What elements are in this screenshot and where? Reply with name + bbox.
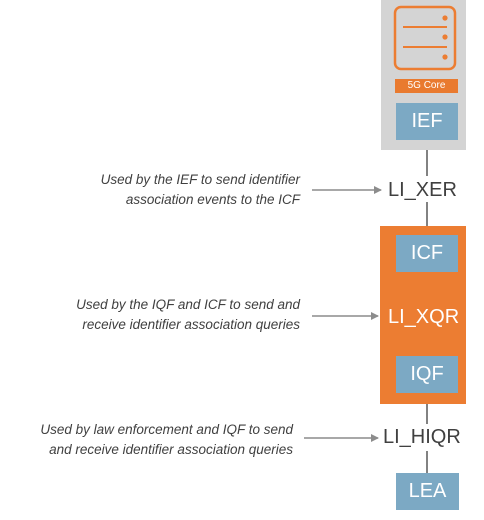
description-line: Used by the IQF and ICF to send and [76,297,300,312]
lea-node: LEA [396,473,459,510]
description-line: receive identifier association queries [82,317,300,332]
icf-node: ICF [396,235,458,272]
server-icon [393,5,457,71]
iqf-node: IQF [396,356,458,393]
interface-li-xer: LI_XER [388,179,457,201]
description-li-xqr: Used by the IQF and ICF to send and rece… [76,295,300,335]
interface-li-hiqr: LI_HIQR [383,426,461,448]
ief-node: IEF [396,103,458,140]
description-li-hiqr: Used by law enforcement and IQF to send … [40,420,293,460]
description-line: Used by law enforcement and IQF to send [40,422,293,437]
description-line: association events to the ICF [125,192,300,207]
core-label: 5G Core [395,79,458,93]
description-li-xer: Used by the IEF to send identifier assoc… [101,170,300,210]
description-line: Used by the IEF to send identifier [100,172,300,187]
interface-li-xqr: LI_XQR [388,306,460,328]
description-line: and receive identifier association queri… [49,442,293,457]
